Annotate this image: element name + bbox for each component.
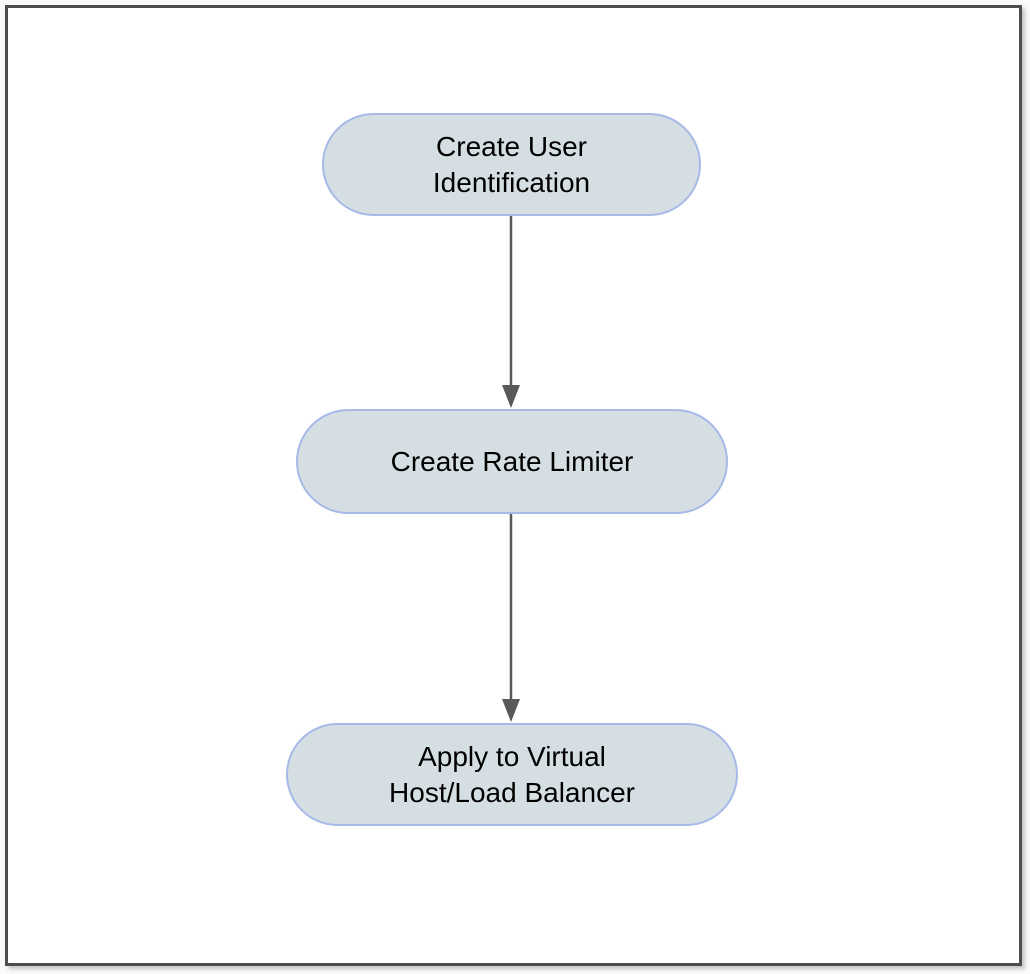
diagram-canvas: Create User Identification Create Rate L… [5,5,1022,966]
node-create-user-identification: Create User Identification [322,113,701,216]
arrow-rate-limiter-to-virtual-host [502,514,520,722]
node-apply-to-virtual-host-load-balancer: Apply to Virtual Host/Load Balancer [286,723,738,826]
arrow-create-user-to-rate-limiter [502,216,520,408]
node-create-rate-limiter: Create Rate Limiter [296,409,728,514]
